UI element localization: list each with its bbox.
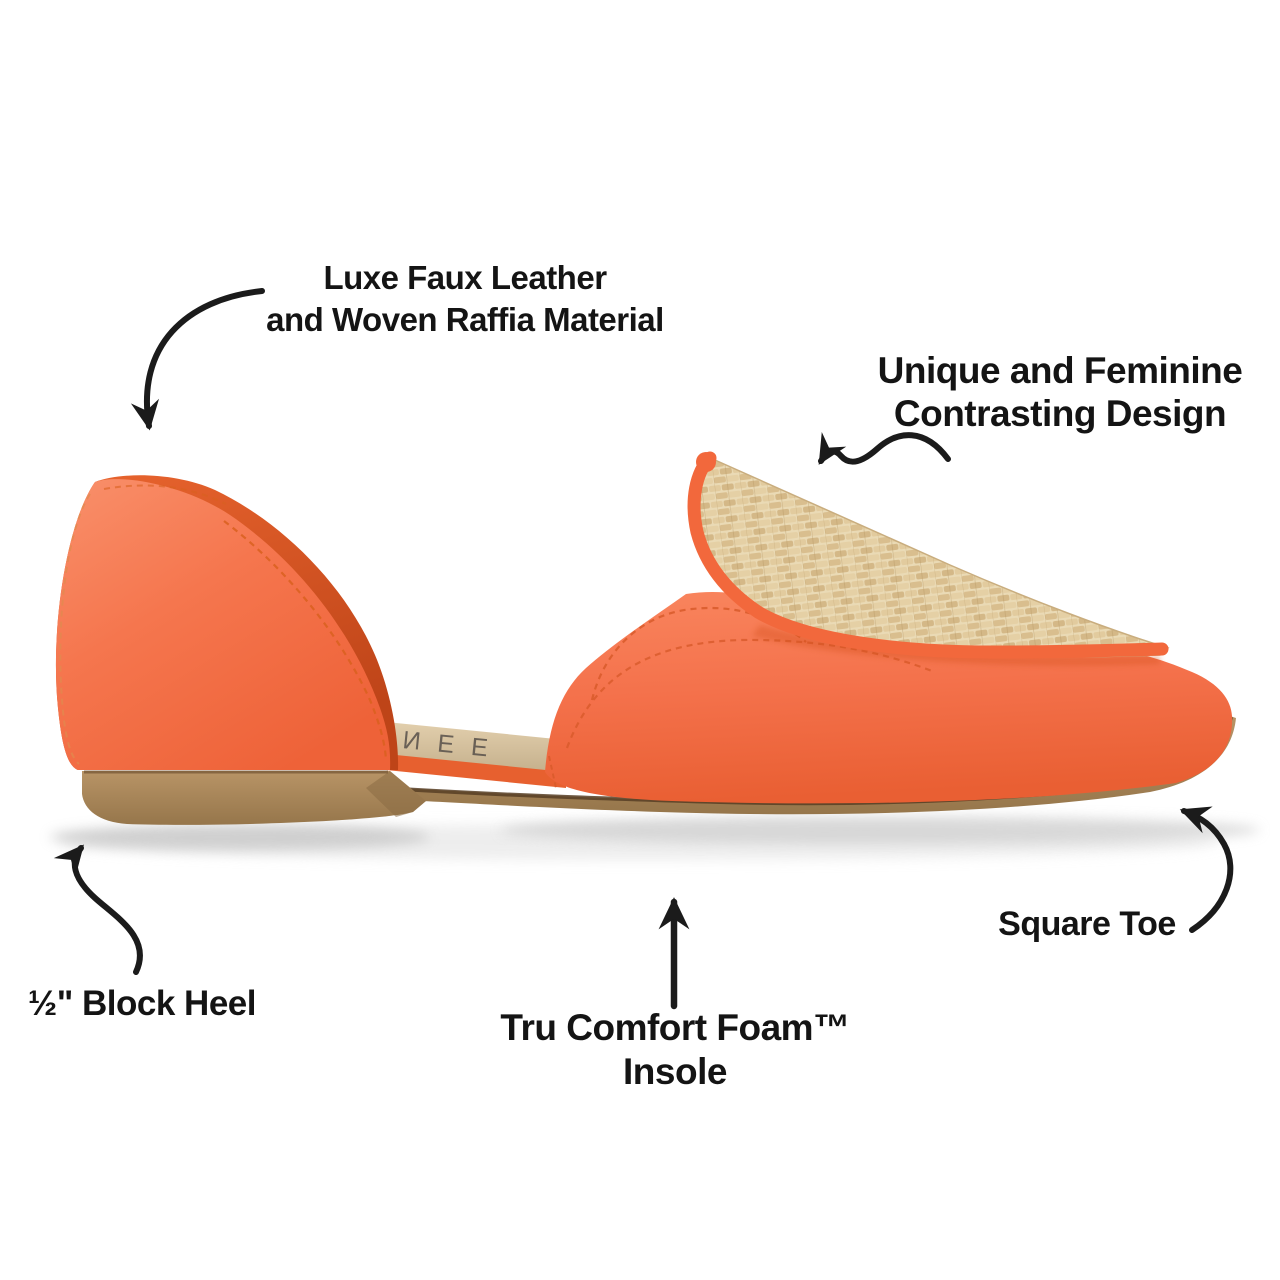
callout-design-line2: Contrasting Design — [893, 393, 1227, 434]
callout-insole-label: Tru Comfort Foam™ Insole — [425, 1006, 925, 1094]
callout-insole-line1: Tru Comfort Foam™ — [500, 1007, 850, 1048]
callout-material-label: Luxe Faux Leather and Woven Raffia Mater… — [165, 257, 765, 341]
heel-cup — [55, 475, 399, 770]
block-heel — [82, 770, 426, 825]
insole-strip: ИEE — [356, 719, 566, 788]
callout-heel-text: ½" Block Heel — [28, 984, 256, 1023]
raffia-flap — [687, 451, 1170, 659]
callout-toe-text: Square Toe — [998, 905, 1176, 943]
callout-heel-label: ½" Block Heel — [28, 984, 256, 1024]
design-arrow — [818, 431, 951, 465]
callout-material-line1: Luxe Faux Leather — [323, 259, 607, 296]
callout-design-line1: Unique and Feminine — [877, 350, 1243, 391]
flap-piping — [687, 451, 1169, 659]
heel-arrow — [53, 844, 143, 975]
ground-shadow — [50, 816, 1260, 860]
material-arrow — [130, 288, 265, 431]
heel-cup-outer — [55, 479, 391, 770]
toe-arrow — [1179, 806, 1234, 933]
callout-design-label: Unique and Feminine Contrasting Design — [810, 349, 1280, 435]
callout-toe-label: Square Toe — [937, 905, 1237, 944]
callout-insole-line2: Insole — [623, 1051, 727, 1092]
flap-tip-curl — [696, 452, 716, 472]
callout-material-line2: and Woven Raffia Material — [266, 301, 664, 338]
callout-arrows — [53, 288, 1234, 1010]
